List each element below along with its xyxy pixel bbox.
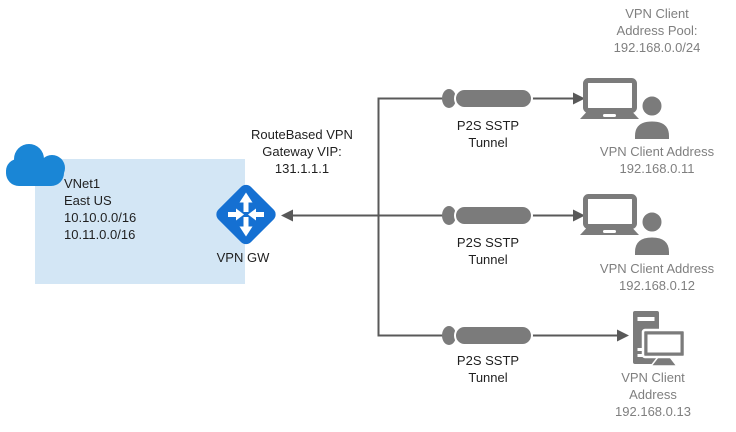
client-1-line-1: VPN Client Address — [599, 144, 715, 159]
client-3-address-label: VPN Client Address 192.168.0.13 — [573, 369, 733, 420]
client-2-line-2: 192.168.0.12 — [619, 278, 695, 293]
gateway-vip-label: RouteBased VPN Gateway VIP: 131.1.1.1 — [227, 126, 377, 177]
tunnel-label-3: P2S SSTP Tunnel — [428, 352, 548, 386]
client-2-line-1: VPN Client Address — [599, 261, 715, 276]
tunnel-2-line-1: P2S SSTP — [456, 235, 520, 250]
tunnel-cylinder-icon-2 — [442, 205, 533, 226]
vip-label-line-1: RouteBased VPN — [251, 127, 353, 142]
laptop-user-icon-2 — [580, 194, 671, 257]
arrowhead-to-client-3 — [617, 329, 629, 342]
gateway-route-arrows-icon — [228, 192, 264, 237]
tunnel-label-1: P2S SSTP Tunnel — [428, 117, 548, 151]
client-1-address-label: VPN Client Address 192.168.0.11 — [577, 143, 736, 177]
desktop-icon — [633, 311, 687, 367]
client-1-line-2: 192.168.0.11 — [619, 161, 695, 176]
vnet-prefix-1: 10.10.0.0/16 — [64, 210, 137, 225]
tunnel-cylinder-icon-3 — [442, 325, 533, 346]
user-icon — [633, 210, 671, 257]
vpn-gateway-icon — [216, 184, 276, 245]
pool-label-line-3: 192.168.0.0/24 — [613, 40, 701, 55]
vpn-gateway-label: VPN GW — [216, 250, 270, 265]
vpn-client-address-pool-label: VPN Client Address Pool: 192.168.0.0/24 — [577, 5, 736, 56]
tunnel-cylinder-icon-1 — [442, 88, 533, 109]
vip-label-line-3: 131.1.1.1 — [274, 161, 330, 176]
client-3-line-1: VPN Client — [621, 370, 685, 385]
vnet-prefix-2: 10.11.0.0/16 — [64, 227, 136, 242]
arrowhead-to-gateway — [281, 209, 293, 222]
tunnel-3-line-2: Tunnel — [468, 370, 508, 385]
client-2-address-label: VPN Client Address 192.168.0.12 — [577, 260, 736, 294]
vnet-info-label: VNet1 East US 10.10.0.0/16 10.11.0.0/16 — [64, 175, 214, 243]
pool-label-line-1: VPN Client — [625, 6, 689, 21]
vip-label-line-2: Gateway VIP: — [262, 144, 342, 159]
tunnel-1-line-2: Tunnel — [468, 135, 508, 150]
client-3-line-2: Address — [629, 387, 677, 402]
pool-label-line-2: Address Pool: — [616, 23, 698, 38]
arrowhead-to-client-2 — [573, 209, 585, 222]
vnet-region: East US — [64, 193, 112, 208]
tunnel-label-2: P2S SSTP Tunnel — [428, 234, 548, 268]
client-3-line-3: 192.168.0.13 — [615, 404, 691, 419]
vnet-name: VNet1 — [64, 176, 101, 191]
vnet-box — [35, 159, 245, 284]
user-icon — [633, 94, 671, 141]
arrowhead-to-client-1 — [573, 92, 585, 105]
laptop-user-icon-1 — [580, 78, 671, 141]
arrowheads — [281, 92, 629, 342]
tunnel-3-line-1: P2S SSTP — [456, 353, 520, 368]
cloud-icon — [6, 144, 65, 186]
tunnel-2-line-2: Tunnel — [468, 252, 508, 267]
tunnel-1-line-1: P2S SSTP — [456, 118, 520, 133]
